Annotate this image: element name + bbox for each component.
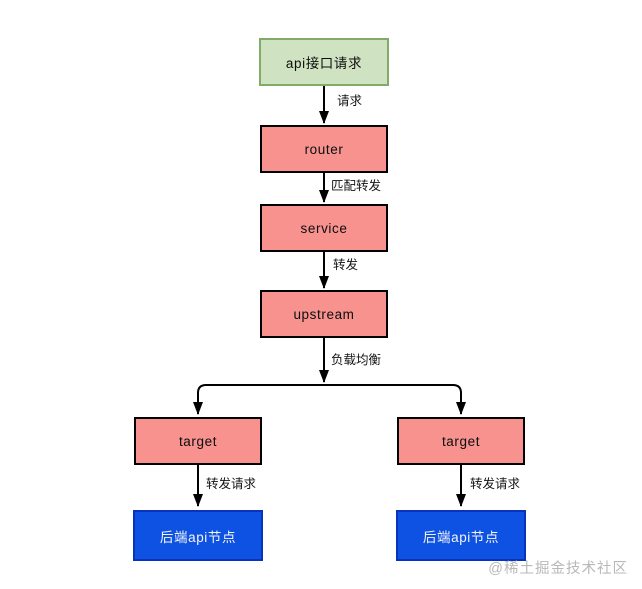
node-backend-left-label: 后端api节点: [159, 529, 237, 545]
node-backend-right: 后端api节点: [396, 510, 526, 561]
edge-label-forward: 转发: [333, 258, 359, 272]
edge-label-match-forward: 匹配转发: [331, 179, 382, 193]
node-api-request: api接口请求: [259, 38, 389, 86]
node-target-left-label: target: [178, 433, 218, 449]
watermark: @稀土掘金技术社区: [488, 561, 628, 577]
node-target-right: target: [397, 417, 525, 465]
connector-branch-left: [193, 384, 324, 415]
edge-label-request: 请求: [337, 94, 363, 108]
node-service: service: [260, 204, 388, 252]
node-api-request-label: api接口请求: [285, 56, 363, 71]
node-service-label: service: [300, 220, 348, 236]
node-backend-right-label: 后端api节点: [422, 529, 500, 545]
node-router-label: router: [304, 141, 344, 157]
node-target-left: target: [134, 417, 262, 465]
edge-label-load-balance: 负载均衡: [331, 353, 382, 367]
node-target-right-label: target: [441, 433, 481, 449]
edge-label-forward-request-left: 转发请求: [206, 477, 257, 491]
node-backend-left: 后端api节点: [133, 510, 263, 561]
node-router: router: [260, 125, 388, 173]
connector-branch-right: [324, 384, 466, 415]
node-upstream: upstream: [260, 290, 388, 338]
node-upstream-label: upstream: [293, 306, 355, 322]
edge-label-forward-request-right: 转发请求: [470, 477, 521, 491]
